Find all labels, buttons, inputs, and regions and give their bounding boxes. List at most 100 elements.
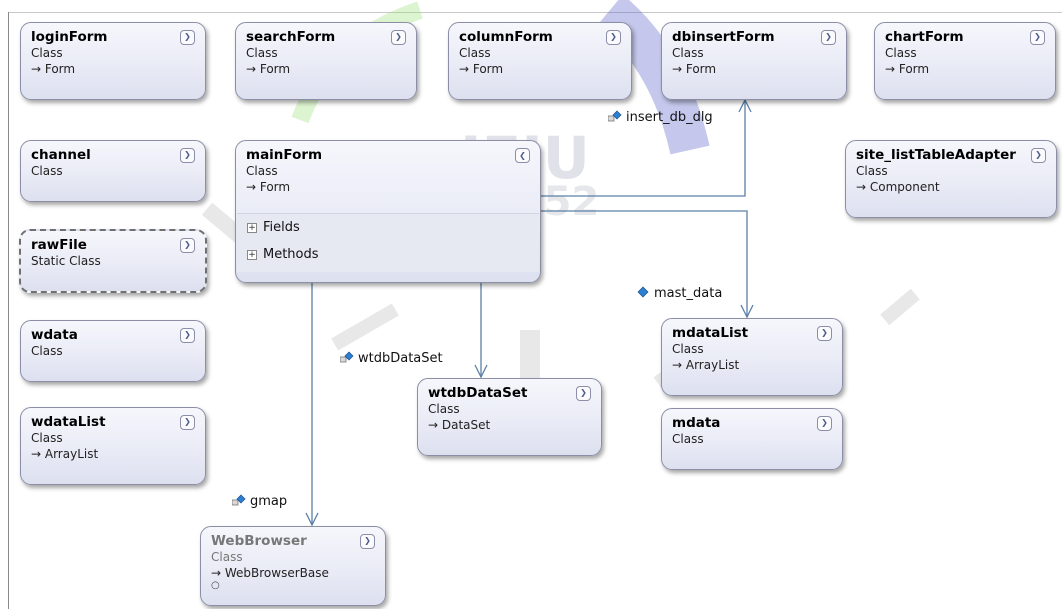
class-kind: Class [31, 431, 63, 445]
collapse-toggle-icon[interactable]: ❯ [817, 326, 832, 341]
arrowhead-mast-data [740, 304, 754, 319]
class-name: loginForm [31, 29, 108, 45]
class-base: → Form [672, 62, 717, 76]
class-kind: Class [246, 46, 278, 60]
class-rawfile[interactable]: rawFile Static Class ❯ [19, 229, 207, 293]
class-wdatalist[interactable]: wdataList Class → ArrayList ❯ [20, 407, 206, 485]
expand-plus-icon[interactable]: + [247, 250, 257, 260]
arrowhead-gmap [305, 512, 319, 527]
methods-section[interactable]: + Methods [247, 247, 319, 263]
class-wdata[interactable]: wdata Class ❯ [20, 320, 206, 382]
class-base: → Form [885, 62, 930, 76]
class-mdata[interactable]: mdata Class ❯ [661, 408, 843, 470]
class-name: searchForm [246, 29, 336, 45]
collapse-toggle-icon[interactable]: ❯ [180, 30, 195, 45]
class-kind: Class [246, 164, 278, 178]
class-dbinsertform[interactable]: dbinsertForm Class → Form ❯ [661, 22, 847, 100]
class-name: channel [31, 147, 91, 163]
class-name: mdata [672, 415, 721, 431]
assoc-label-wtdbdataset[interactable]: wtdbDataSet [340, 351, 443, 366]
class-name: WebBrowser [211, 533, 307, 549]
assoc-name: insert_db_dlg [626, 110, 713, 125]
collapse-toggle-icon[interactable]: ❯ [180, 328, 195, 343]
class-base: → Form [459, 62, 504, 76]
assoc-name: gmap [250, 494, 288, 509]
arrowhead-insert-db-dlg [738, 98, 752, 113]
class-base: → Form [31, 62, 76, 76]
class-name: wdata [31, 327, 78, 343]
collapse-toggle-icon[interactable]: ❯ [180, 238, 195, 253]
class-loginform[interactable]: loginForm Class → Form ❯ [20, 22, 206, 100]
collapse-toggle-icon[interactable]: ❯ [817, 416, 832, 431]
class-name: mainForm [246, 147, 323, 163]
class-site-listtableadapter[interactable]: site_listTableAdapter Class → Component … [845, 140, 1057, 218]
arrowhead-wtdbdataset [474, 364, 488, 379]
assoc-label-insert-db-dlg[interactable]: insert_db_dlg [608, 110, 713, 125]
field-icon [340, 351, 354, 363]
fields-section[interactable]: + Fields [247, 220, 300, 236]
class-kind: Static Class [31, 254, 101, 268]
class-name: rawFile [31, 237, 87, 253]
field-icon [637, 286, 649, 298]
collapse-toggle-icon[interactable]: ❯ [1030, 30, 1045, 45]
class-wtdbdataset[interactable]: wtdbDataSet Class → DataSet ❯ [417, 378, 602, 456]
methods-label: Methods [263, 247, 319, 262]
class-kind: Class [672, 432, 704, 446]
line-insert-db-dlg [539, 100, 746, 197]
collapse-toggle-icon[interactable]: ❯ [606, 30, 621, 45]
class-base: → Component [856, 180, 940, 194]
collapse-toggle-icon[interactable]: ❯ [821, 30, 836, 45]
lollipop-interface-icon: ○ [211, 580, 220, 591]
collapse-toggle-icon[interactable]: ❯ [576, 386, 591, 401]
field-icon [232, 494, 246, 506]
collapse-toggle-icon[interactable]: ❯ [515, 148, 530, 163]
class-webbrowser[interactable]: WebBrowser Class → WebBrowserBase ○ ❯ [200, 526, 386, 606]
class-base: → ArrayList [31, 447, 99, 461]
class-base: → WebBrowserBase [211, 566, 329, 580]
class-kind: Class [428, 402, 460, 416]
class-columnform[interactable]: columnForm Class → Form ❯ [448, 22, 632, 100]
class-kind: Class [211, 550, 243, 564]
collapse-toggle-icon[interactable]: ❯ [360, 534, 375, 549]
class-base: → Form [246, 180, 291, 194]
assoc-name: mast_data [654, 286, 723, 301]
class-mainform[interactable]: mainForm Class → Form ❯ + Fields + Methods [235, 140, 541, 283]
field-icon [608, 110, 622, 122]
class-base: → Form [246, 62, 291, 76]
collapse-toggle-icon[interactable]: ❯ [180, 148, 195, 163]
line-mast-data [539, 210, 748, 317]
collapse-toggle-icon[interactable]: ❯ [391, 30, 406, 45]
collapse-toggle-icon[interactable]: ❯ [1031, 148, 1046, 163]
class-kind: Class [31, 46, 63, 60]
class-name: wtdbDataSet [428, 385, 528, 401]
diagram-frame-top [8, 12, 1062, 13]
class-channel[interactable]: channel Class ❯ [20, 140, 206, 202]
fields-label: Fields [263, 220, 300, 235]
members-compartment: + Fields + Methods [237, 213, 539, 272]
class-kind: Class [672, 342, 704, 356]
class-base: → DataSet [428, 418, 491, 432]
class-name: dbinsertForm [672, 29, 775, 45]
class-name: site_listTableAdapter [856, 147, 1016, 163]
class-name: columnForm [459, 29, 553, 45]
class-kind: Class [459, 46, 491, 60]
assoc-label-gmap[interactable]: gmap [232, 494, 287, 509]
expand-plus-icon[interactable]: + [247, 223, 257, 233]
diagram-frame-left [8, 12, 9, 609]
class-searchform[interactable]: searchForm Class → Form ❯ [235, 22, 417, 100]
collapse-toggle-icon[interactable]: ❯ [180, 415, 195, 430]
class-kind: Class [885, 46, 917, 60]
class-name: chartForm [885, 29, 964, 45]
class-base: → ArrayList [672, 358, 740, 372]
class-kind: Class [672, 46, 704, 60]
class-kind: Class [856, 164, 888, 178]
class-kind: Class [31, 164, 63, 178]
class-name: wdataList [31, 414, 106, 430]
class-chartform[interactable]: chartForm Class → Form ❯ [874, 22, 1056, 100]
class-name: mdataList [672, 325, 749, 341]
class-kind: Class [31, 344, 63, 358]
assoc-label-mast-data[interactable]: mast_data [636, 286, 722, 301]
class-mdatalist[interactable]: mdataList Class → ArrayList ❯ [661, 318, 843, 396]
assoc-name: wtdbDataSet [358, 351, 443, 366]
